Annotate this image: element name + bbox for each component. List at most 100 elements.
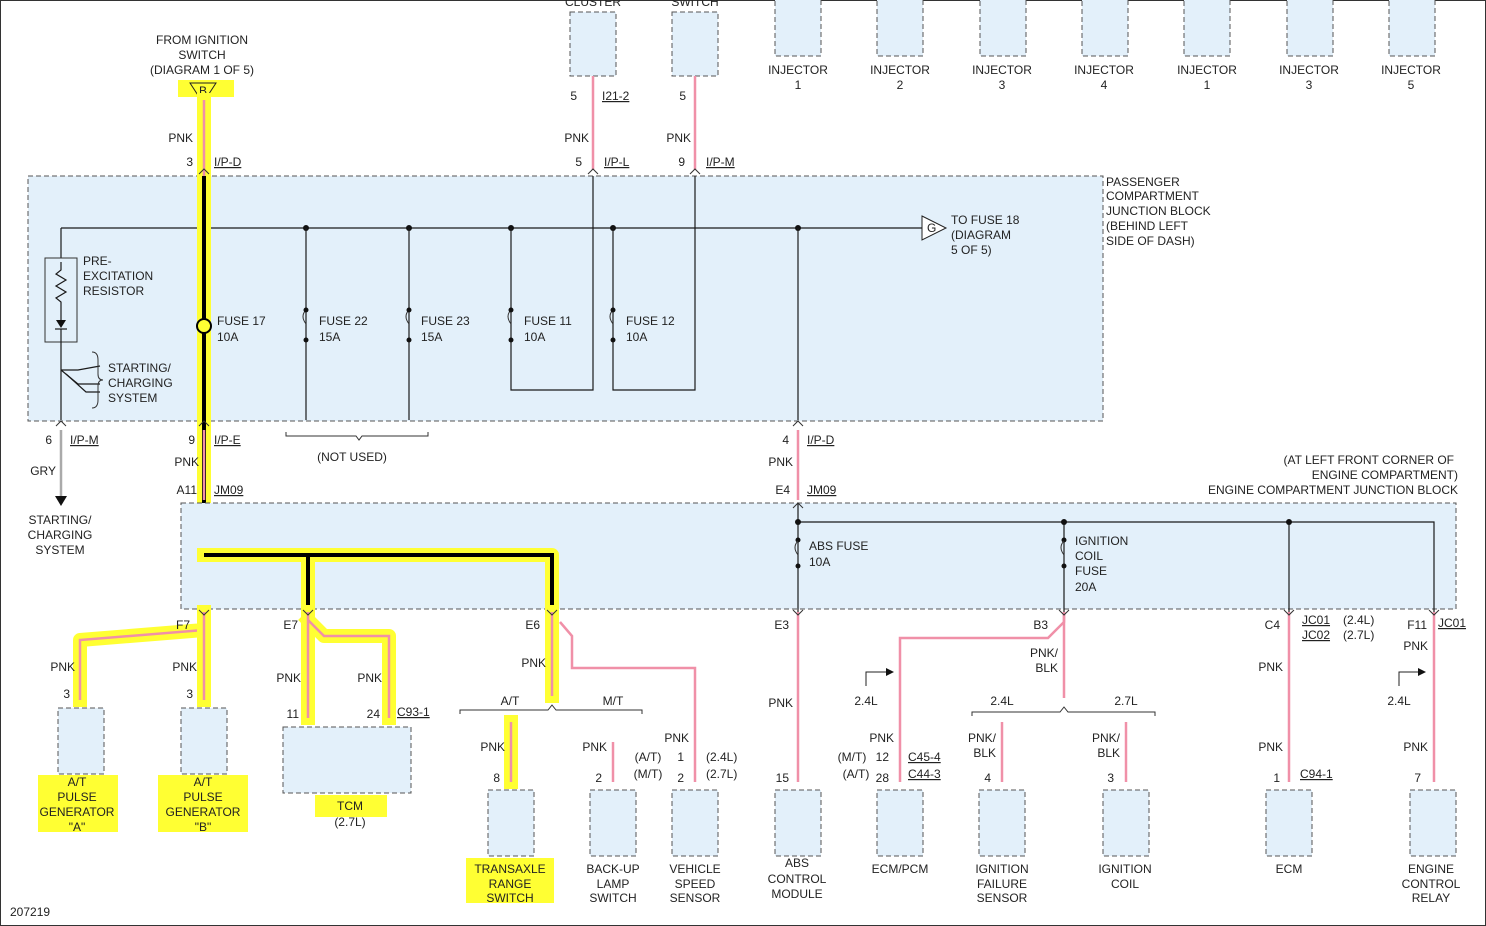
injector-number: 1 [1204, 78, 1211, 92]
option-24l: 2.4L [854, 694, 878, 708]
wire-color: PNK [1403, 740, 1428, 754]
wire-color: GRY [30, 464, 56, 478]
not-used-label: (NOT USED) [317, 450, 387, 464]
wire-color: PNK [768, 696, 793, 710]
fuse-11-rating: 10A [524, 330, 545, 344]
svg-text:LAMP: LAMP [597, 877, 630, 891]
svg-text:"A": "A" [69, 820, 86, 834]
wire-color: PNK [168, 131, 193, 145]
pin-label: 5 [679, 89, 686, 103]
connector-b-highlight [178, 80, 234, 97]
backup-lamp-switch-connector [589, 789, 637, 857]
option-at-paren-ecm: (A/T) [843, 767, 870, 781]
svg-text:SYSTEM: SYSTEM [108, 391, 157, 405]
ecm-pcm-connector [876, 789, 924, 857]
connector-g-label: G [927, 221, 936, 235]
svg-text:SENSOR: SENSOR [977, 891, 1028, 905]
pulse-generator-b-label: A/T PULSE GENERATOR "B" [166, 775, 241, 834]
starting-charging-label: STARTING/ CHARGING SYSTEM [28, 513, 93, 557]
pin-label: 5 [570, 89, 577, 103]
connector-ip-m-lower: I/P-M [70, 433, 99, 447]
vehicle-speed-sensor-label: VEHICLE SPEED SENSOR [669, 862, 720, 905]
abs-fuse-name: ABS FUSE [809, 539, 868, 553]
fuse-22-rating: 15A [319, 330, 340, 344]
injector-number: 3 [1306, 78, 1313, 92]
svg-text:RESISTOR: RESISTOR [83, 284, 144, 298]
pulse-b-highlight [158, 775, 248, 832]
transaxle-range-switch-connector [487, 789, 535, 857]
wire-color: PNK [666, 131, 691, 145]
connector-jc01-relay: JC01 [1438, 616, 1466, 630]
svg-text:PRE-: PRE- [83, 254, 112, 268]
wire-color: PNK/ [1092, 731, 1121, 745]
switch-connector [671, 11, 719, 77]
wire-color: PNK [1403, 639, 1428, 653]
svg-text:COIL: COIL [1111, 877, 1139, 891]
wire-color-pnk-blk-2: BLK [1035, 661, 1058, 675]
down-arrow-icon [55, 496, 67, 506]
fuse-22-name: FUSE 22 [319, 314, 368, 328]
svg-text:STARTING/: STARTING/ [29, 513, 93, 527]
svg-text:(AT LEFT FRONT CORNER OF: (AT LEFT FRONT CORNER OF [1284, 453, 1454, 467]
vss-connector [671, 789, 719, 857]
pin-label: 2 [595, 771, 602, 785]
option-27l-ecm: (2.7L) [1343, 628, 1374, 642]
resistor-diode-icon [56, 320, 66, 328]
pin-label: A11 [177, 483, 198, 497]
connector-jc02: JC02 [1302, 628, 1330, 642]
svg-text:VEHICLE: VEHICLE [669, 862, 720, 876]
svg-text:GENERATOR: GENERATOR [40, 805, 115, 819]
connector-jm09: JM09 [214, 483, 244, 497]
svg-text:BACK-UP: BACK-UP [586, 862, 639, 876]
connector-c94-1: C94-1 [1300, 767, 1333, 781]
cluster-connector [569, 11, 617, 77]
option-27l-ign: 2.7L [1114, 694, 1138, 708]
pin-label: 1 [677, 750, 684, 764]
passenger-junction-block [27, 175, 1104, 422]
wire-color: PNK [172, 660, 197, 674]
pin-label: E3 [774, 618, 789, 632]
svg-text:IGNITION: IGNITION [1098, 862, 1151, 876]
connector-ip-l: I/P-L [604, 155, 630, 169]
pin-label: 5 [575, 155, 582, 169]
pulse-a-highlight [38, 775, 118, 832]
injector-row: INJECTOR 1 INJECTOR 2 INJECTOR 3 INJECTO… [768, 0, 1441, 92]
option-24l-paren: (2.4L) [706, 750, 737, 764]
option-24l-ign: 2.4L [990, 694, 1014, 708]
connector-ip-m: I/P-M [706, 155, 735, 169]
svg-text:ABS: ABS [785, 856, 809, 870]
ignition-coil-fuse-label: IGNITION COIL FUSE 20A [1075, 534, 1128, 594]
wire-color: PNK [521, 656, 546, 670]
pin-label: 8 [493, 771, 500, 785]
svg-text:IGNITION: IGNITION [975, 862, 1028, 876]
pre-excitation-label: PRE- EXCITATION RESISTOR [83, 254, 153, 298]
svg-text:(BEHIND LEFT: (BEHIND LEFT [1106, 219, 1189, 233]
pin-label: 2 [677, 771, 684, 785]
pin-label: F7 [176, 618, 190, 632]
svg-text:PASSENGER: PASSENGER [1106, 175, 1180, 189]
injector-label: INJECTOR [1381, 63, 1441, 77]
svg-text:20A: 20A [1075, 580, 1096, 594]
option-mt-paren: (M/T) [634, 767, 663, 781]
wire-color: BLK [973, 746, 996, 760]
pulse-generator-b-connector [180, 707, 228, 775]
pin-label: 7 [1414, 771, 1421, 785]
fuse-symbols [302, 307, 616, 343]
svg-text:SWITCH: SWITCH [486, 891, 533, 905]
fuse-17-name: FUSE 17 [217, 314, 266, 328]
pin-markers [55, 168, 1440, 616]
pin-label: 9 [188, 433, 195, 447]
svg-text:TRANSAXLE: TRANSAXLE [474, 862, 545, 876]
svg-text:FAILURE: FAILURE [977, 877, 1027, 891]
svg-text:SENSOR: SENSOR [670, 891, 721, 905]
svg-text:EXCITATION: EXCITATION [83, 269, 153, 283]
svg-text:(DIAGRAM: (DIAGRAM [951, 228, 1011, 242]
pin-label: E4 [775, 483, 790, 497]
injector-number: 1 [795, 78, 802, 92]
svg-text:ENGINE: ENGINE [1408, 862, 1454, 876]
connector-i21-2: I21-2 [602, 89, 630, 103]
svg-text:SWITCH: SWITCH [589, 891, 636, 905]
pin-label: 9 [678, 155, 685, 169]
wire-color: PNK [174, 455, 199, 469]
